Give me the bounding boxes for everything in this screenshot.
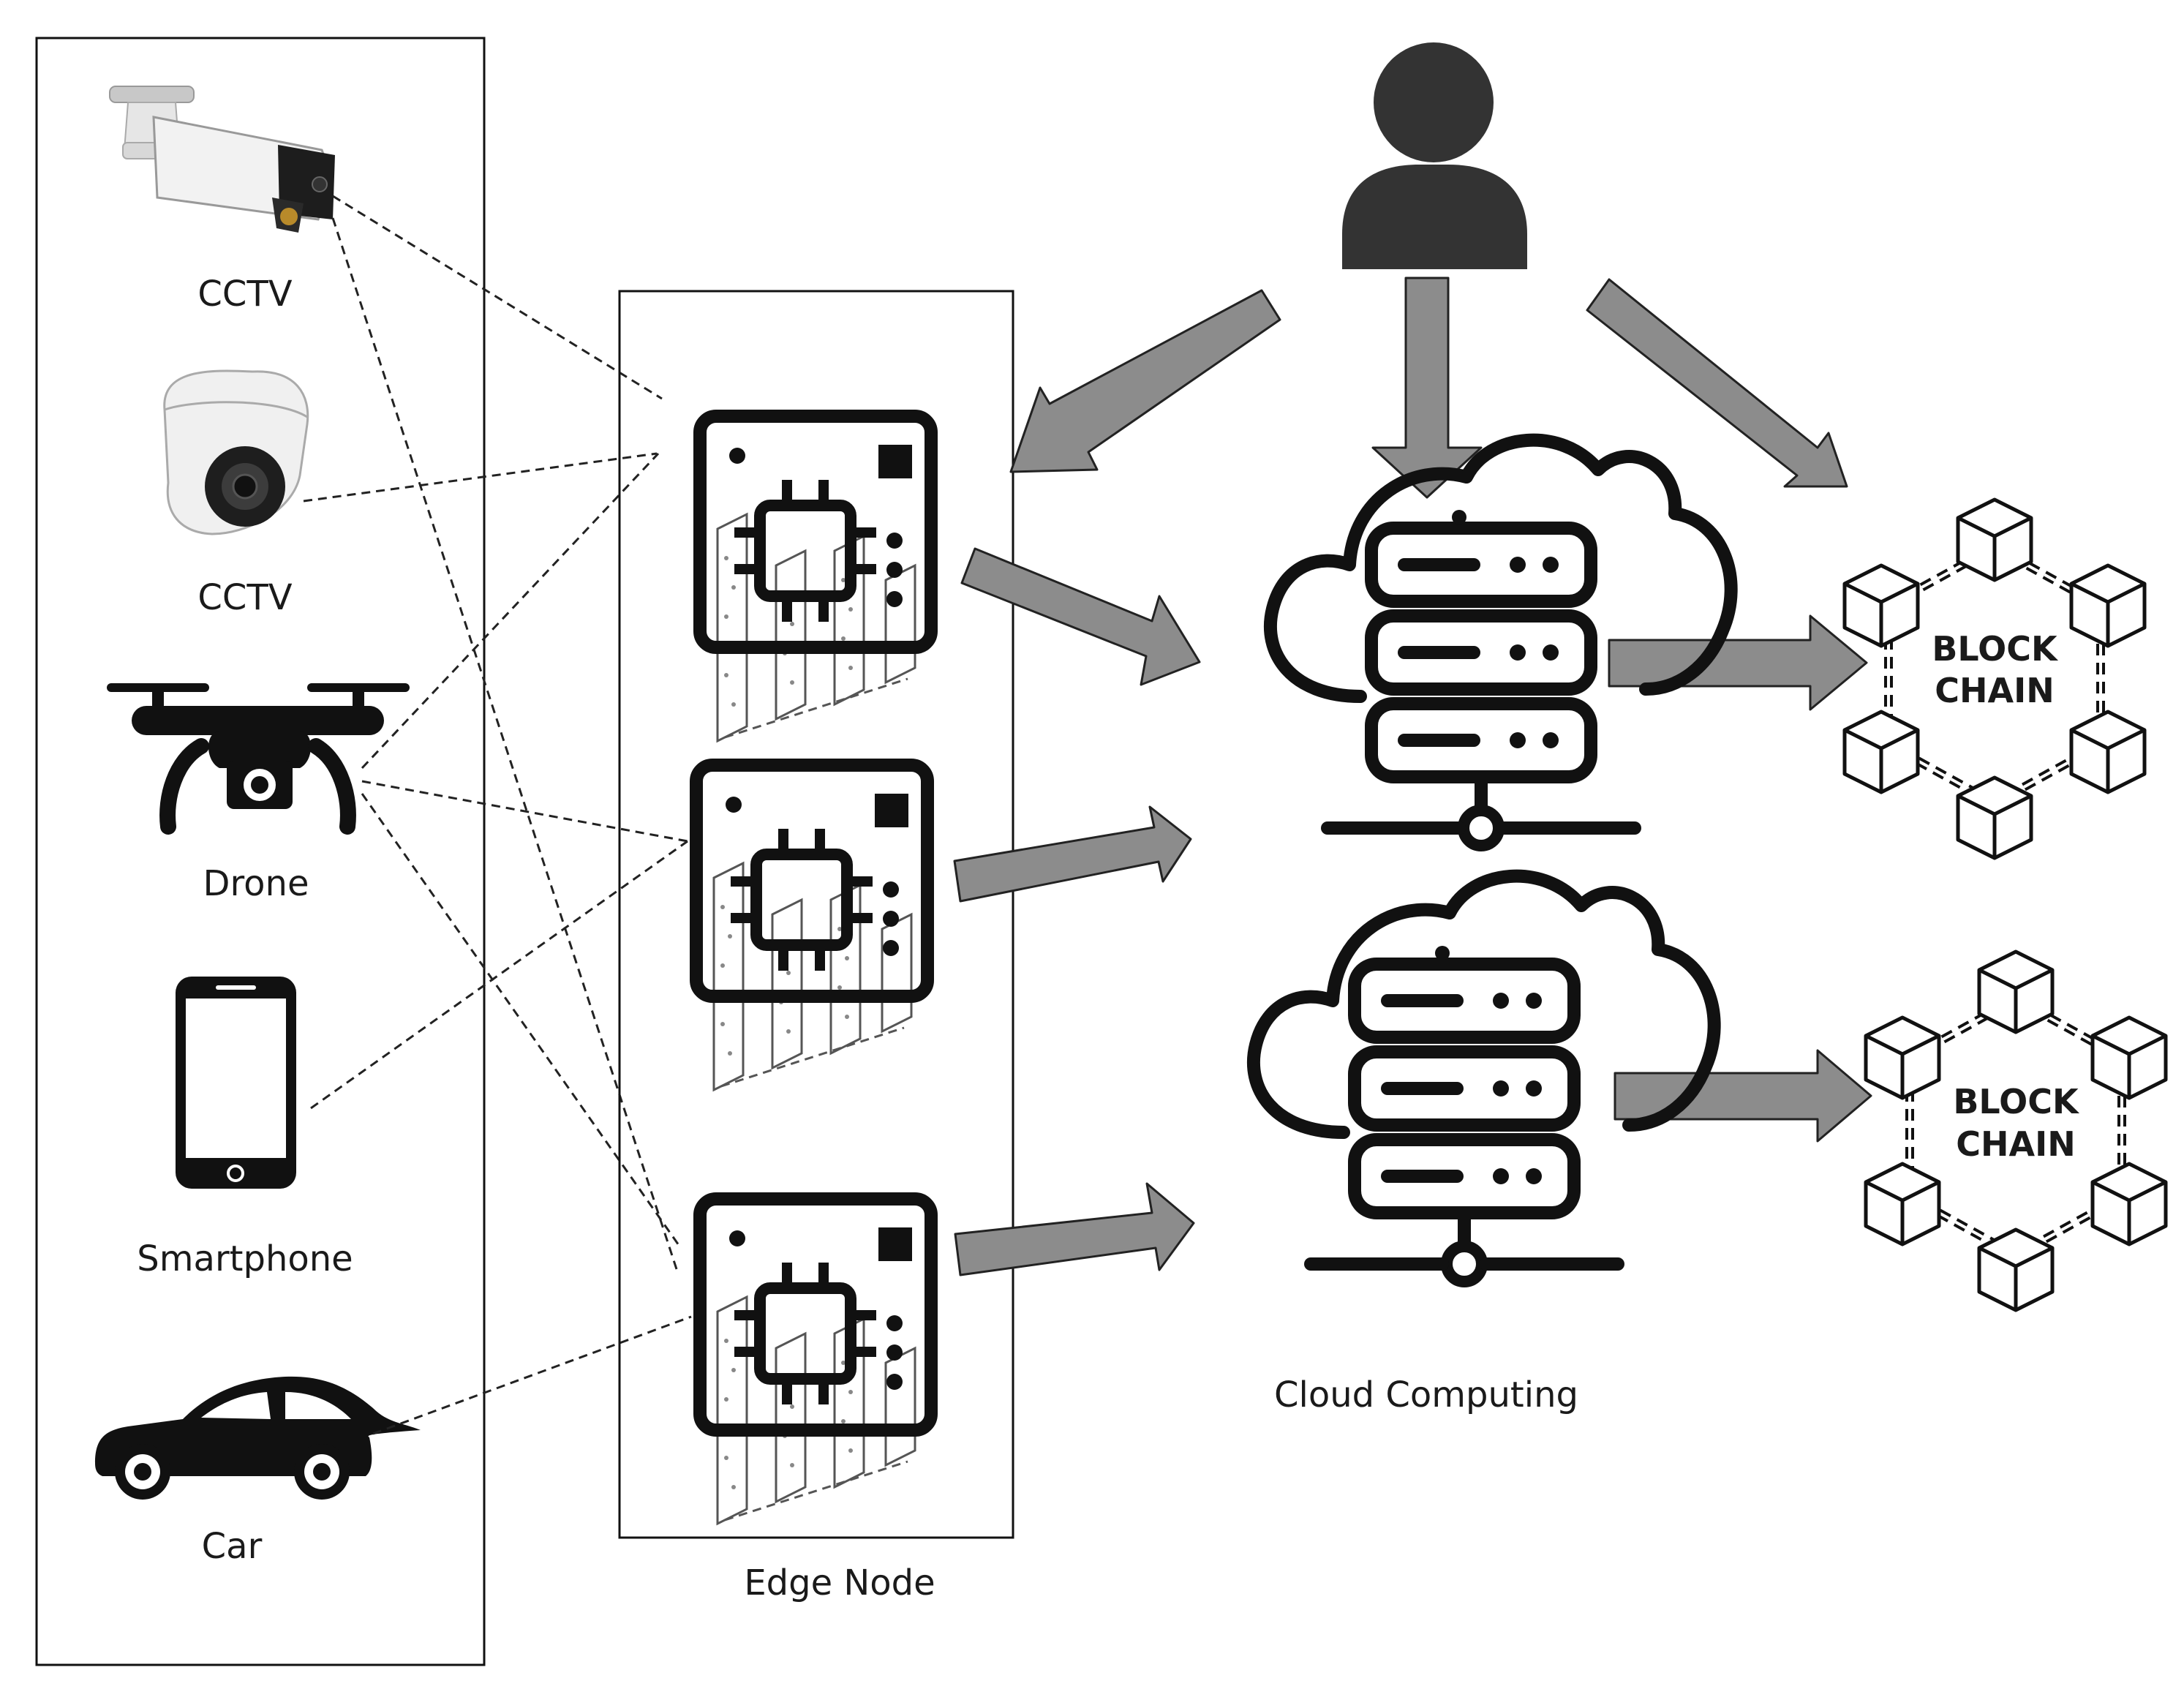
arrow-user-to-cloud — [1371, 277, 1483, 499]
device-edge-connections — [303, 195, 692, 1435]
edge-device-3-icon — [700, 1199, 931, 1524]
smartphone-icon — [176, 977, 296, 1189]
drone-label: Drone — [203, 863, 309, 904]
drone-icon — [107, 683, 410, 835]
blockchain-2-label-line1: BLOCK — [1953, 1082, 2080, 1121]
cctv-dome-label: CCTV — [197, 577, 292, 618]
smartphone-label: Smartphone — [137, 1238, 353, 1279]
blockchain-1-label-line1: BLOCK — [1932, 629, 2059, 669]
arrow-user-to-edge — [1009, 289, 1281, 473]
blockchain-1-label-line2: CHAIN — [1935, 671, 2054, 710]
edge-node-box — [618, 290, 1014, 1539]
edge-device-1-icon — [700, 416, 931, 741]
cctv-dome-icon — [163, 369, 309, 535]
arrow-edge2-to-cloud2 — [953, 805, 1192, 903]
car-icon — [95, 1376, 421, 1500]
arrow-user-to-blockchain — [1586, 278, 1848, 488]
blockchain-2-label-line2: CHAIN — [1956, 1124, 2075, 1164]
cloud-computing-label: Cloud Computing — [1274, 1374, 1578, 1415]
cctv-bullet-icon — [109, 86, 335, 233]
edge-device-2-icon — [696, 765, 927, 1090]
user-icon — [1342, 42, 1527, 269]
arrow-edge1-to-cloud1 — [960, 547, 1201, 686]
arrow-edge3-to-cloud3 — [954, 1182, 1195, 1276]
device-panel — [35, 37, 486, 1666]
cctv-bullet-label: CCTV — [197, 274, 292, 315]
edge-node-label: Edge Node — [744, 1562, 935, 1603]
car-label: Car — [202, 1526, 263, 1567]
